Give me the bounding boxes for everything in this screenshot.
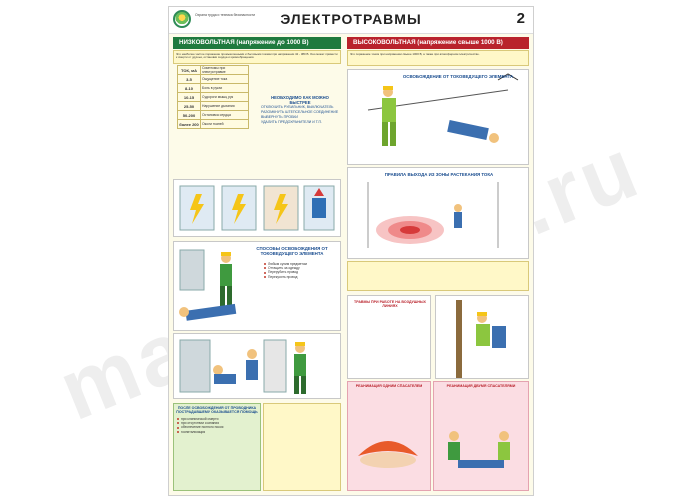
- exit-zone-title: ПРАВИЛА ВЫХОДА ИЗ ЗОНЫ РАСТЕКАНИЯ ТОКА: [384, 172, 494, 177]
- logo-icon: [173, 10, 191, 28]
- exit-zone-panel: ПРАВИЛА ВЫХОДА ИЗ ЗОНЫ РАСТЕКАНИЯ ТОКА: [347, 167, 529, 259]
- org-name: Охрана труда и техника безопасности: [195, 13, 255, 17]
- table-cell-symptom: Ожоги тканей: [200, 119, 249, 129]
- page-title: ЭЛЕКТРОТРАВМЫ: [280, 11, 422, 27]
- one-rescuer-title: РЕАНИМАЦИЯ ОДНИМ СПАСАТЕЛЕМ: [355, 384, 423, 388]
- release-item: Перерубить провод: [264, 270, 340, 274]
- high-voltage-header: ВЫСОКОВОЛЬТНАЯ (напряжение свыше 1000 В): [347, 37, 529, 49]
- table-cell-current: 10-15: [177, 92, 201, 102]
- release-panel-2: [173, 333, 341, 399]
- release-item: Оттащить за одежду: [264, 266, 340, 270]
- after-item: госпитализация: [177, 430, 257, 434]
- table-cell-current: 50-200: [177, 110, 201, 120]
- low-intro-text: Это наиболее частое поражение промышленн…: [176, 52, 338, 60]
- methods-list: НЕОБХОДИМО КАК МОЖНО БЫСТРЕЕ ОТКЛЮЧИТЬ Р…: [261, 95, 339, 125]
- after-release-list: при клинической смерти при отсутствии со…: [174, 414, 260, 437]
- high-intro-box: Это поражение током при напряжении свыше…: [347, 50, 529, 66]
- poster-header: Охрана труда и техника безопасности ЭЛЕК…: [169, 7, 533, 34]
- high-release-illustration: [367, 73, 519, 146]
- table-cell-current: более 200: [177, 119, 201, 129]
- switch-illustration-svg: [179, 185, 335, 231]
- height-panel: ТРАВМЫ ПРИ РАБОТЕ НА ВОЗДУШНЫХ ЛИНИЯХ: [347, 295, 431, 379]
- table-header-current: ТОК, мА: [177, 65, 201, 75]
- low-intro-box: Это наиболее частое поражение промышленн…: [173, 50, 341, 64]
- release-panel: СПОСОБЫ ОСВОБОЖДЕНИЯ ОТ ТОКОВЕДУЩЕГО ЭЛЕ…: [173, 241, 341, 331]
- cpr-two-illustration: [448, 431, 510, 468]
- two-rescuers-title: РЕАНИМАЦИЯ ДВУМЯ СПАСАТЕЛЯМИ: [446, 384, 516, 388]
- after-item: обеспечение полного покоя: [177, 425, 257, 429]
- table-header-symptom: Симптомы при электротравме: [200, 65, 249, 75]
- page-number: 2: [516, 10, 525, 27]
- rescuer-illustration: [179, 249, 237, 321]
- height-title: ТРАВМЫ ПРИ РАБОТЕ НА ВОЗДУШНЫХ ЛИНИЯХ: [354, 300, 426, 308]
- method-item: УДАЛИТЬ ПРЕДОХРАНИТЕЛИ И Т.П.: [261, 120, 322, 124]
- one-rescuer-box: РЕАНИМАЦИЯ ОДНИМ СПАСАТЕЛЕМ: [347, 381, 431, 491]
- high-release-title: ОСВОБОЖДЕНИЕ ОТ ТОКОВЕДУЩЕГО ЭЛЕМЕНТА: [402, 74, 514, 79]
- after-release-box: ПОСЛЕ ОСВОБОЖДЕНИЯ ОТ ПРОВОДНИКА ПОСТРАД…: [173, 403, 261, 491]
- after-item: при клинической смерти: [177, 417, 257, 421]
- pole-panel: [435, 295, 529, 379]
- table-cell-symptom: Нарушение дыхания: [200, 101, 249, 111]
- table-cell-symptom: Судороги мышц рук: [200, 92, 249, 102]
- method-item: ОТКЛЮЧИТЬ РУБИЛЬНИК, ВЫКЛЮЧАТЕЛЬ: [261, 105, 334, 109]
- release-list: Любым сухим предметом Оттащить за одежду…: [264, 262, 340, 279]
- table-cell-current: 3-5: [177, 74, 201, 84]
- exit-zone-illustration: [367, 182, 499, 248]
- table-cell-symptom: Остановка сердца: [200, 110, 249, 120]
- methods-heading: НЕОБХОДИМО КАК МОЖНО БЫСТРЕЕ: [271, 95, 329, 105]
- exit-zone-text-box: [347, 261, 529, 291]
- release-item: Перекусить провод: [264, 275, 340, 279]
- high-intro-text: Это поражение током при напряжении свыше…: [350, 52, 480, 56]
- method-item: РАЗОМКНУТЬ ШТЕПСЕЛЬНОЕ СОЕДИНЕНИЕ: [261, 110, 339, 114]
- rescuer-illustration-2: [179, 339, 306, 394]
- after-item: при отсутствии сознания: [177, 421, 257, 425]
- table-cell-symptom: Ощущение тока: [200, 74, 249, 84]
- method-item: ВЫВЕРНУТЬ ПРОБКИ: [261, 115, 298, 119]
- high-release-panel: ОСВОБОЖДЕНИЕ ОТ ТОКОВЕДУЩЕГО ЭЛЕМЕНТА: [347, 69, 529, 165]
- release-title: СПОСОБЫ ОСВОБОЖДЕНИЯ ОТ ТОКОВЕДУЩЕГО ЭЛЕ…: [256, 246, 328, 256]
- poster: Охрана труда и техника безопасности ЭЛЕК…: [168, 6, 534, 496]
- after-release-note: [263, 403, 341, 491]
- two-rescuers-box: РЕАНИМАЦИЯ ДВУМЯ СПАСАТЕЛЯМИ: [433, 381, 529, 491]
- after-release-title: ПОСЛЕ ОСВОБОЖДЕНИЯ ОТ ПРОВОДНИКА ПОСТРАД…: [176, 406, 258, 414]
- table-cell-current: 8-10: [177, 83, 201, 93]
- pole-illustration: [456, 300, 506, 378]
- switch-illustrations: [173, 179, 341, 237]
- table-cell-symptom: Боль в руках: [200, 83, 249, 93]
- release-item: Любым сухим предметом: [264, 262, 340, 266]
- cpr-illustration: [358, 441, 418, 468]
- table-cell-current: 25-50: [177, 101, 201, 111]
- low-voltage-header: НИЗКОВОЛЬТНАЯ (напряжение до 1000 В): [173, 37, 341, 49]
